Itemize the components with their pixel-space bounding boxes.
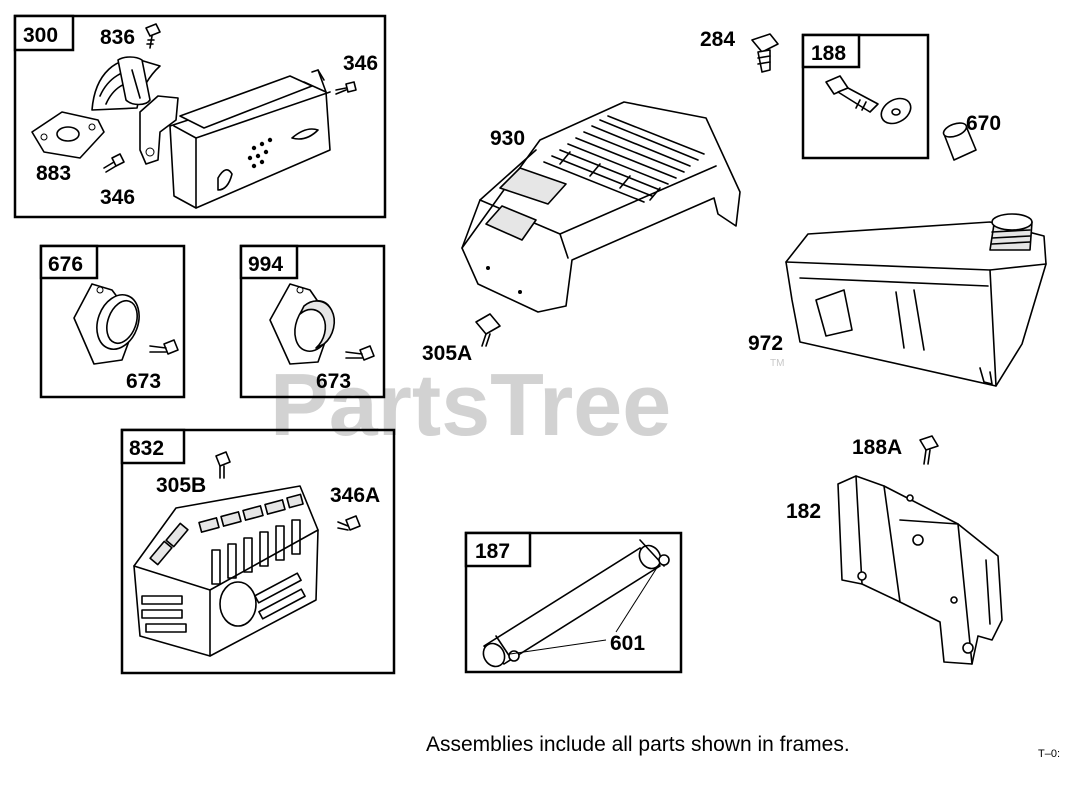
label-346-top: 346 [343, 52, 378, 75]
assembly-note: Assemblies include all parts shown in fr… [426, 733, 850, 756]
label-883: 883 [36, 162, 71, 185]
label-670: 670 [966, 112, 1001, 135]
label-930: 930 [490, 127, 525, 150]
screw-836 [145, 23, 161, 49]
frame-187-label: 187 [475, 540, 510, 563]
frame-300-label: 300 [23, 24, 58, 47]
frame-188-label: 188 [811, 42, 846, 65]
label-673-a: 673 [126, 370, 161, 393]
frame-187[interactable]: 187 [464, 531, 683, 674]
blower-housing-930 [461, 101, 741, 313]
label-601: 601 [610, 632, 645, 655]
label-305A: 305A [422, 342, 472, 365]
screw-673-a [149, 339, 179, 355]
muffler-drawing [31, 56, 331, 209]
label-836: 836 [100, 26, 135, 49]
fuel-line-187 [482, 539, 670, 668]
screw-284 [751, 33, 779, 73]
frame-676-label: 676 [48, 253, 83, 276]
label-284: 284 [700, 28, 735, 51]
frame-994[interactable]: 994 [239, 244, 386, 399]
muffler-guard-832 [133, 485, 319, 657]
fuel-tank-972 [785, 213, 1047, 387]
label-972: 972 [748, 332, 783, 355]
spacer-670 [942, 122, 977, 161]
label-188A: 188A [852, 436, 902, 459]
screw-346A [337, 515, 361, 531]
screw-673-b [345, 345, 375, 361]
label-305B: 305B [156, 474, 206, 497]
label-673-b: 673 [316, 370, 351, 393]
deflector-676 [73, 283, 140, 365]
label-182: 182 [786, 500, 821, 523]
screw-346-bottom [103, 153, 125, 173]
frame-676[interactable]: 676 [39, 244, 186, 399]
reference-code: T–0: [1038, 748, 1061, 760]
label-346-bottom: 346 [100, 186, 135, 209]
deflector-994 [269, 283, 336, 365]
frame-300[interactable]: 300 [13, 14, 387, 219]
screw-188A [919, 435, 939, 465]
leader-lines-601 [509, 565, 659, 655]
frame-832[interactable]: 832 [120, 428, 396, 675]
frame-832-label: 832 [129, 437, 164, 460]
screw-305A [475, 313, 501, 347]
shoulder-bolt-188 [825, 75, 912, 125]
watermark: PartsTree [270, 355, 671, 454]
watermark-trademark: TM [770, 358, 784, 369]
screw-305B [215, 451, 231, 479]
screw-346-top [335, 81, 357, 95]
label-346A: 346A [330, 484, 380, 507]
bracket-182 [837, 475, 1003, 665]
frame-188[interactable]: 188 [801, 33, 930, 160]
frame-994-label: 994 [248, 253, 283, 276]
